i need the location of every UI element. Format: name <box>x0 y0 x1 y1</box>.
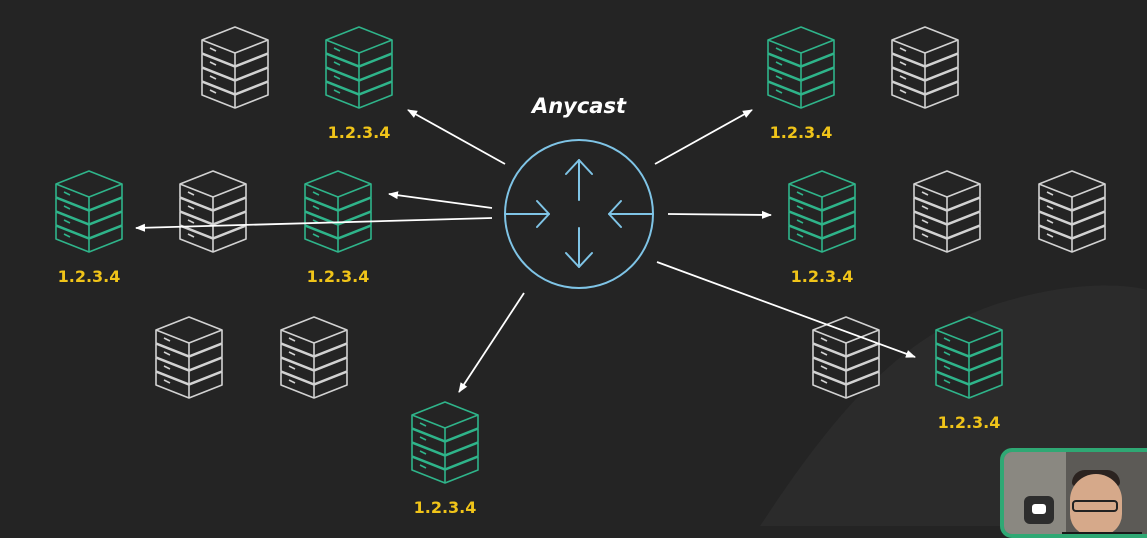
ip-label-s3: 1.2.3.4 <box>770 123 833 142</box>
active-server-s7 <box>304 170 372 253</box>
ip-label-s2: 1.2.3.4 <box>328 123 391 142</box>
presenter-glasses <box>1072 500 1118 512</box>
active-server-s5 <box>55 170 123 253</box>
active-server-s12 <box>935 316 1003 399</box>
inactive-server-s14 <box>280 316 348 399</box>
route-arrow-to-s11 <box>667 210 772 219</box>
inactive-server-s6 <box>179 170 247 253</box>
inactive-server-s13 <box>155 316 223 399</box>
diagram-canvas: 1.2.3.4 1.2.3.4 1.2.3.4 1.2.3.4 1.2.3.4 1.2.3… <box>55 26 1106 517</box>
route-arrow-to-s5 <box>135 217 493 232</box>
router-icon <box>504 139 654 289</box>
route-arrow-to-s2 <box>407 109 506 165</box>
active-server-s2 <box>325 26 393 109</box>
route-arrow-to-s3 <box>654 109 753 165</box>
presenter-face <box>1070 474 1122 534</box>
ip-label-s7: 1.2.3.4 <box>307 267 370 286</box>
route-arrow-to-s7 <box>388 191 493 209</box>
route-arrow-to-s15 <box>458 292 525 393</box>
anycast-title: Anycast <box>530 94 627 118</box>
route-arrow-to-s12 <box>656 261 916 358</box>
active-server-s3 <box>767 26 835 109</box>
ip-label-s15: 1.2.3.4 <box>414 498 477 517</box>
anycast-diagram: 1.2.3.4 1.2.3.4 1.2.3.4 1.2.3.4 1.2.3.4 1.2.3… <box>55 26 1147 538</box>
inactive-server-s10 <box>812 316 880 399</box>
inactive-server-s1 <box>201 26 269 109</box>
presenter-webcam <box>1000 448 1147 538</box>
ip-label-s12: 1.2.3.4 <box>938 413 1001 432</box>
inactive-server-s4 <box>891 26 959 109</box>
ip-label-s11: 1.2.3.4 <box>791 267 854 286</box>
active-server-s11 <box>788 170 856 253</box>
inactive-server-s8 <box>913 170 981 253</box>
active-server-s15 <box>411 401 479 484</box>
play-icon <box>1032 504 1046 514</box>
inactive-server-s9 <box>1038 170 1106 253</box>
presenter-shirt <box>1062 532 1142 534</box>
ip-label-s5: 1.2.3.4 <box>58 267 121 286</box>
